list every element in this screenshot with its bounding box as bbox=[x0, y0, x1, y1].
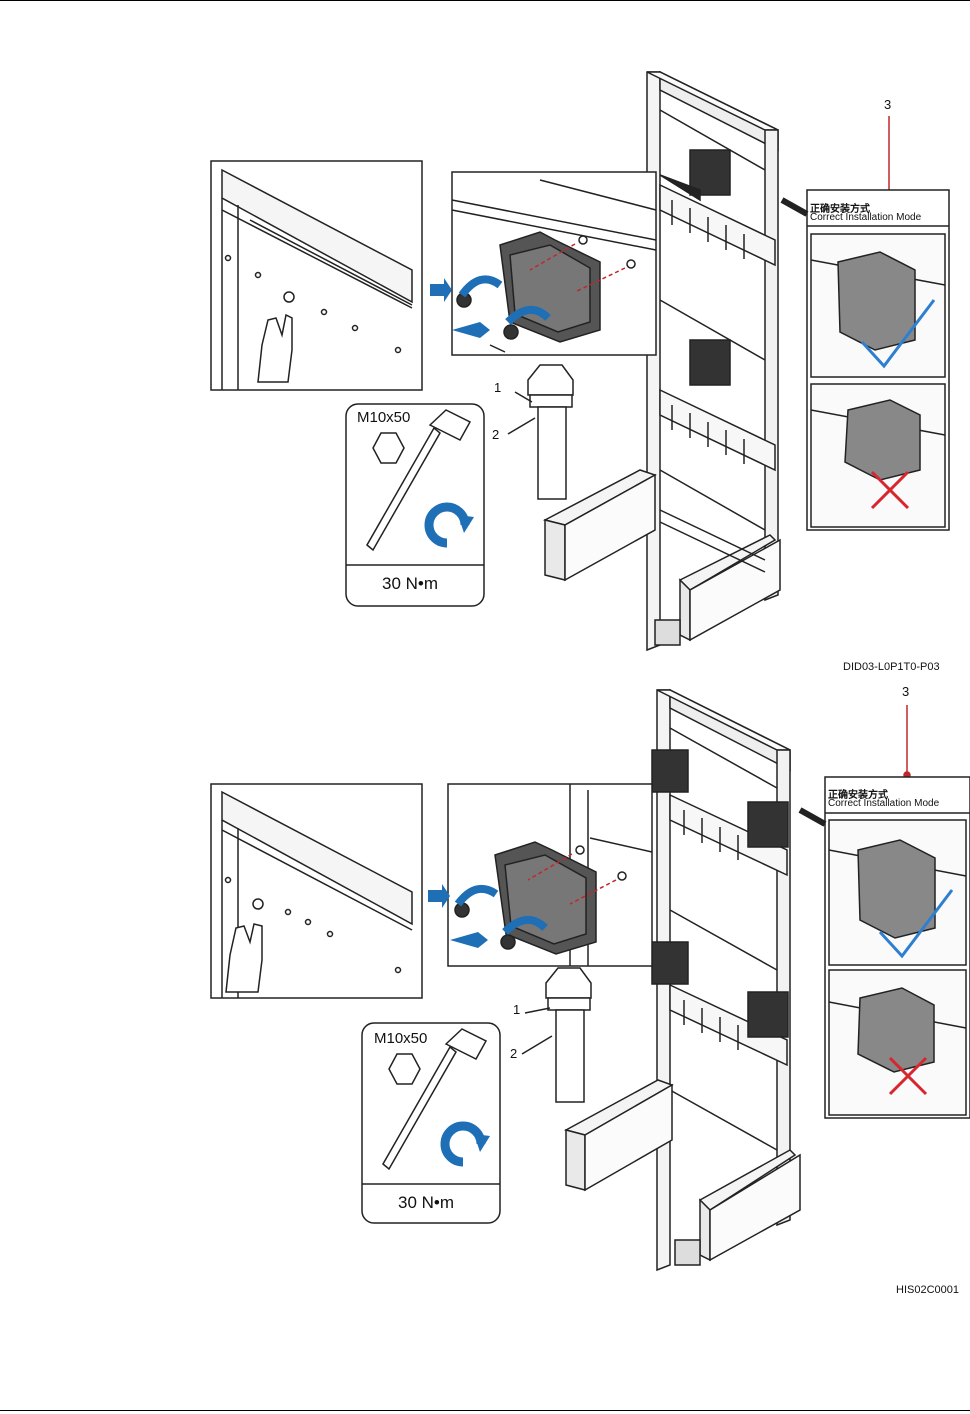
cabinet-frame bbox=[566, 690, 800, 1270]
figure-2-drawing bbox=[0, 680, 970, 1300]
bolt-illustration bbox=[522, 968, 591, 1102]
torque-label: 30 N•m bbox=[382, 574, 438, 594]
correct-mode-panel bbox=[800, 777, 970, 1118]
note-english: Correct Installation Mode bbox=[828, 798, 939, 809]
bolt-spec-label: M10x50 bbox=[374, 1030, 427, 1047]
callout-2: 2 bbox=[510, 1046, 517, 1061]
arrow-right-icon bbox=[430, 278, 452, 302]
callout-1: 1 bbox=[513, 1002, 520, 1017]
cabinet-frame bbox=[545, 72, 780, 650]
detail-frame-left bbox=[211, 161, 422, 390]
correct-mode-panel bbox=[782, 190, 949, 530]
torque-label: 30 N•m bbox=[398, 1193, 454, 1213]
callout-3: 3 bbox=[884, 97, 891, 112]
footer-rule bbox=[0, 1410, 970, 1411]
callout-1: 1 bbox=[494, 380, 501, 395]
figure-1-drawing bbox=[0, 0, 970, 690]
figure-id: HIS02C0001 bbox=[896, 1284, 959, 1296]
bolt-spec-label: M10x50 bbox=[357, 409, 410, 426]
detail-frame-left bbox=[211, 784, 422, 998]
note-english: Correct Installation Mode bbox=[810, 212, 921, 223]
figure-1: 3 1 2 M10x50 30 N•m 正确安装方式 Correct Insta… bbox=[0, 0, 970, 690]
callout-3: 3 bbox=[902, 684, 909, 699]
bolt-illustration bbox=[490, 345, 573, 499]
figure-2: 3 1 2 M10x50 30 N•m 正确安装方式 Correct Insta… bbox=[0, 680, 970, 1300]
arrow-right-icon bbox=[428, 884, 450, 908]
callout-2: 2 bbox=[492, 427, 499, 442]
figure-id: DID03-L0P1T0-P03 bbox=[843, 661, 940, 673]
